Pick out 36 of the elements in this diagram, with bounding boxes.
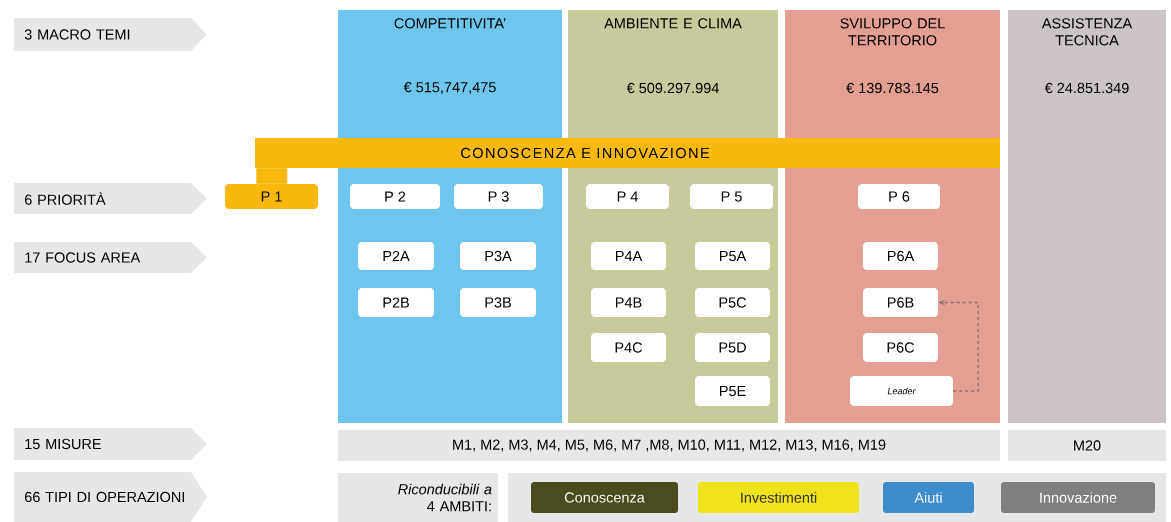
priority-box: P 6 (858, 184, 940, 209)
priority-box: Leader (850, 376, 953, 406)
priority-box: P3A (460, 242, 536, 270)
priority-box: P 3 (454, 184, 543, 209)
priority-box: P6A (863, 242, 938, 270)
priority-box: P4A (591, 242, 666, 270)
category-box: Aiuti (883, 482, 974, 513)
column-panel: ASSISTENZA TECNICA € 24.851.349 (1008, 10, 1166, 423)
priority-box: P3B (460, 288, 536, 317)
row-label: 3 MACRO TEMI (14, 18, 207, 51)
row-label: 6 PRIORITÀ (14, 183, 207, 214)
measures-bar: M1, M2, M3, M4, M5, M6, M7 ,M8, M10, M11, M12, M13, M16, M19 (338, 430, 1000, 461)
category-box: Conoscenza (531, 482, 678, 513)
priority-box: P6C (863, 333, 938, 362)
priority-box: P5C (695, 288, 770, 317)
measures-bar: M20 (1008, 430, 1166, 461)
row-label: 15 MISURE (14, 428, 207, 460)
priority-box: P5A (695, 242, 770, 270)
priority-box: P2B (358, 288, 434, 317)
priority-box: P5E (695, 376, 770, 406)
banner: CONOSCENZA E INNOVAZIONE (255, 138, 1000, 168)
priority-box: P 1 (225, 184, 318, 209)
priority-box: P4B (591, 288, 666, 317)
priority-box: P6B (863, 288, 938, 317)
row-label: 66 TIPI DI OPERAZIONI (14, 472, 207, 522)
priority-box: P 5 (690, 184, 773, 209)
priority-box: P 2 (350, 184, 440, 209)
category-box: Investimenti (698, 482, 859, 513)
priority-box: P 4 (586, 184, 669, 209)
priority-box: P4C (591, 333, 666, 362)
row-label: 17 FOCUS AREA (14, 242, 207, 273)
category-box: Innovazione (1001, 482, 1155, 513)
connector-stem (256, 168, 288, 184)
priority-box: P2A (358, 242, 434, 270)
ambiti-box: Riconducibili a 4 AMBITI: (338, 473, 498, 522)
priority-box: P5D (695, 333, 770, 362)
